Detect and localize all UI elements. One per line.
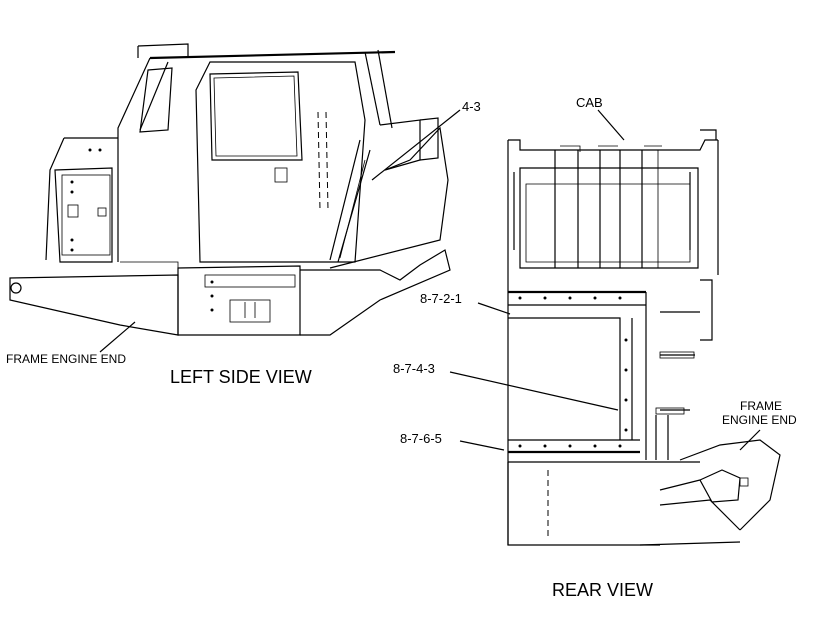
label-8-7-6-5: 8-7-6-5 — [400, 431, 442, 446]
label-8-7-2-1: 8-7-2-1 — [420, 291, 462, 306]
leader-lines — [99, 109, 761, 451]
rear-view-title: REAR VIEW — [552, 580, 653, 600]
left-side-view-title: LEFT SIDE VIEW — [170, 367, 312, 387]
leader-frame-engine-end-left — [99, 321, 136, 353]
label-4-3: 4-3 — [462, 99, 481, 114]
leader-cab — [597, 109, 625, 141]
label-cab: CAB — [576, 95, 603, 110]
leader-8-7-6-5 — [459, 440, 505, 451]
leader-8-7-2-1 — [477, 302, 511, 315]
label-frame-engine-end-left: FRAME ENGINE END — [6, 352, 126, 366]
leader-frame-engine-end-rear — [739, 429, 761, 451]
label-frame-engine-end-rear-line2: ENGINE END — [722, 413, 797, 427]
label-8-7-4-3: 8-7-4-3 — [393, 361, 435, 376]
leader-4-3 — [371, 109, 461, 181]
leader-8-7-4-3 — [449, 371, 619, 411]
left-side-view-drawing — [9, 43, 451, 336]
rear-view-drawing — [507, 129, 781, 546]
label-frame-engine-end-rear-line1: FRAME — [740, 399, 782, 413]
